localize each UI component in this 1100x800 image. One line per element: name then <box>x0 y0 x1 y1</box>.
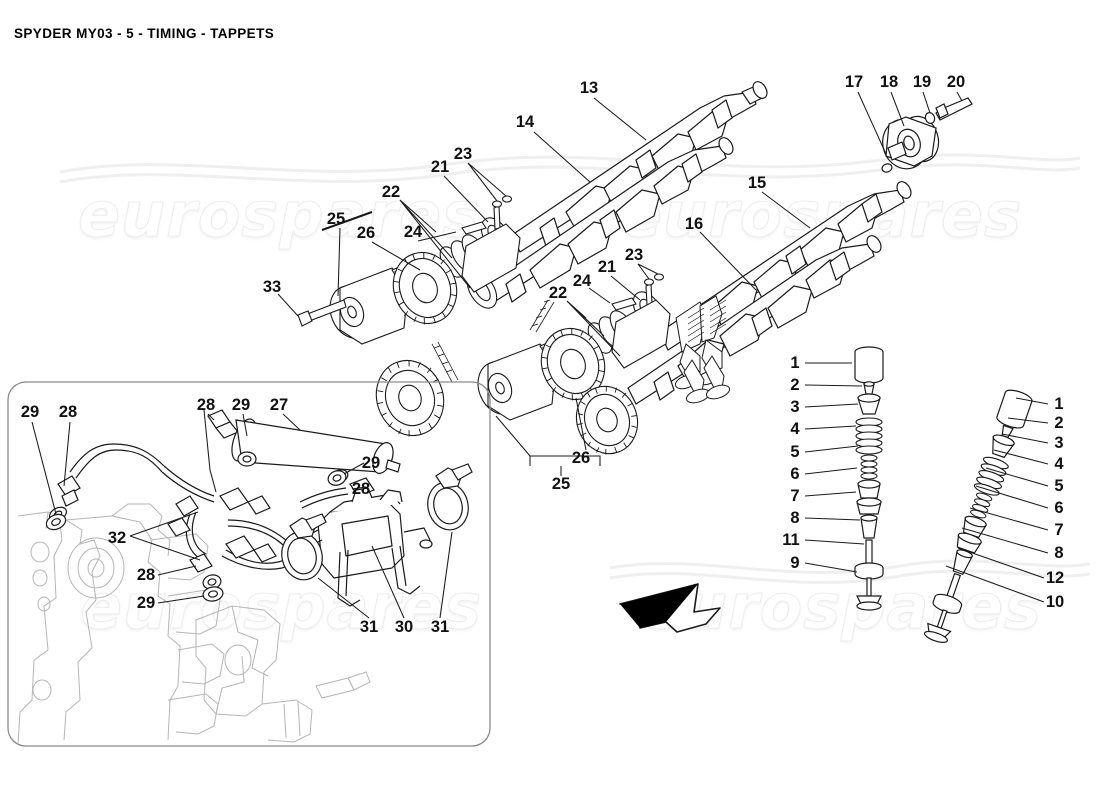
hose-clamp <box>281 513 327 581</box>
camshaft-pulley-assembly <box>881 97 973 173</box>
callout-valve-cotter[interactable]: 3 <box>790 397 800 416</box>
valve-hints <box>683 355 731 404</box>
callout-upper-spring-cap[interactable]: 6 <box>790 464 800 483</box>
variator-upper <box>329 251 459 437</box>
leader-lines <box>277 91 963 476</box>
callout-shim[interactable]: 2 <box>1054 413 1064 432</box>
leader-lines-valve-right <box>945 397 1049 603</box>
callout-washer[interactable]: 19 <box>912 72 932 91</box>
union-bolt <box>167 517 191 537</box>
callout-valve-stem-seal[interactable]: 8 <box>790 508 800 527</box>
callout-valve-guide[interactable]: 12 <box>1045 568 1065 587</box>
callout-intake-camshaft-bank-2[interactable]: 15 <box>747 173 767 192</box>
direction-arrow <box>619 583 721 633</box>
callout-oil-pipes[interactable]: 32 <box>107 528 127 547</box>
sealing-washer <box>45 451 347 602</box>
union-bolt <box>189 553 222 590</box>
callout-bearing-shell-lower[interactable]: 22 <box>548 283 568 302</box>
callout-sealing-washer-right[interactable]: 29 <box>361 453 381 472</box>
callout-valve-guide[interactable]: 11 <box>782 530 800 549</box>
variator-bolt <box>297 299 347 327</box>
callout-upper-spring-cap[interactable]: 6 <box>1054 498 1064 517</box>
callout-outer-valve-spring[interactable]: 4 <box>790 419 800 438</box>
oil-line-detail-panel-border <box>7 381 491 747</box>
callout-valve-stem-seal[interactable]: 8 <box>1054 543 1064 562</box>
page-title: SPYDER MY03 - 5 - TIMING - TAPPETS <box>14 26 275 41</box>
valve-train-right <box>923 389 1033 643</box>
callout-key-lower[interactable]: 24 <box>572 271 592 290</box>
leader-lines-valve-left <box>804 362 865 573</box>
union-bolt <box>219 487 271 515</box>
callout-exhaust-valve[interactable]: 10 <box>1045 592 1065 611</box>
callout-exhaust-camshaft-bank-2[interactable]: 16 <box>684 214 704 233</box>
variator-lower <box>477 299 639 455</box>
callout-intake-valve[interactable]: 9 <box>790 553 800 572</box>
callout-oil-accumulator[interactable]: 27 <box>269 395 289 414</box>
callout-tappet-bucket[interactable]: 1 <box>790 353 800 372</box>
callout-inner-valve-spring[interactable]: 5 <box>1054 476 1064 495</box>
callout-bearing-cap-dowel-upper[interactable]: 21 <box>430 157 450 176</box>
accumulator-bracket <box>295 487 433 607</box>
callout-tappet-bucket[interactable]: 1 <box>1054 394 1064 413</box>
head-detail-hints <box>674 295 727 390</box>
callout-camshaft-pulley[interactable]: 18 <box>879 72 899 91</box>
callout-sealing-washer-bottom[interactable]: 29 <box>136 593 156 612</box>
callout-o-ring-upper[interactable]: 23 <box>453 144 473 163</box>
callout-union-bolt-bottom[interactable]: 28 <box>136 565 156 584</box>
callout-lower-spring-seat[interactable]: 7 <box>1054 520 1064 539</box>
callout-exhaust-camshaft-bank-1[interactable]: 14 <box>515 112 535 131</box>
callout-valve-cotter[interactable]: 3 <box>1054 433 1064 452</box>
callout-hose-clamp-right[interactable]: 31 <box>430 617 450 636</box>
union-bolt <box>175 495 199 517</box>
oil-accumulator <box>231 418 401 474</box>
callout-hose-clamp-left[interactable]: 31 <box>359 617 379 636</box>
callout-union-bolt-top[interactable]: 28 <box>196 395 216 414</box>
callout-bearing-cap-dowel-lower[interactable]: 21 <box>597 257 617 276</box>
bearing-group-upper <box>439 195 521 309</box>
hose-clamp <box>427 463 473 531</box>
callout-variator-assembly-upper[interactable]: 25 <box>326 209 346 228</box>
callout-union-bolt-left[interactable]: 28 <box>58 402 78 421</box>
callout-outer-valve-spring[interactable]: 4 <box>1054 454 1064 473</box>
callout-bearing-shell-upper[interactable]: 22 <box>381 182 401 201</box>
bearing-group-lower <box>587 273 671 369</box>
callout-lower-spring-seat[interactable]: 7 <box>790 486 800 505</box>
callout-sealing-washer-left[interactable]: 29 <box>20 402 40 421</box>
callout-intake-camshaft-bank-1[interactable]: 13 <box>579 78 599 97</box>
callout-accumulator-bracket[interactable]: 30 <box>394 617 414 636</box>
callout-union-bolt-right[interactable]: 28 <box>351 479 371 498</box>
callout-o-ring-lower[interactable]: 23 <box>624 245 644 264</box>
callout-sealing-washer-top[interactable]: 29 <box>231 395 251 414</box>
engine-block-ghost <box>17 503 371 745</box>
callout-timing-sprocket-upper[interactable]: 26 <box>356 223 376 242</box>
callout-variator-assembly-lower[interactable]: 25 <box>551 474 571 493</box>
callout-inner-valve-spring[interactable]: 5 <box>790 442 800 461</box>
callout-key-upper[interactable]: 24 <box>403 222 423 241</box>
callout-camshaft-pulley-hub[interactable]: 17 <box>844 72 864 91</box>
leader-lines-inset <box>31 409 453 619</box>
callout-shim[interactable]: 2 <box>790 375 800 394</box>
callout-variator-bolt[interactable]: 33 <box>262 277 282 296</box>
callout-timing-sprocket-lower[interactable]: 26 <box>571 448 591 467</box>
camshaft-bank-1 <box>479 81 768 307</box>
valve-train-left <box>854 346 884 611</box>
callout-pulley-bolt[interactable]: 20 <box>946 72 966 91</box>
bracket-25-upper <box>321 211 373 231</box>
union-bolt <box>225 535 277 563</box>
